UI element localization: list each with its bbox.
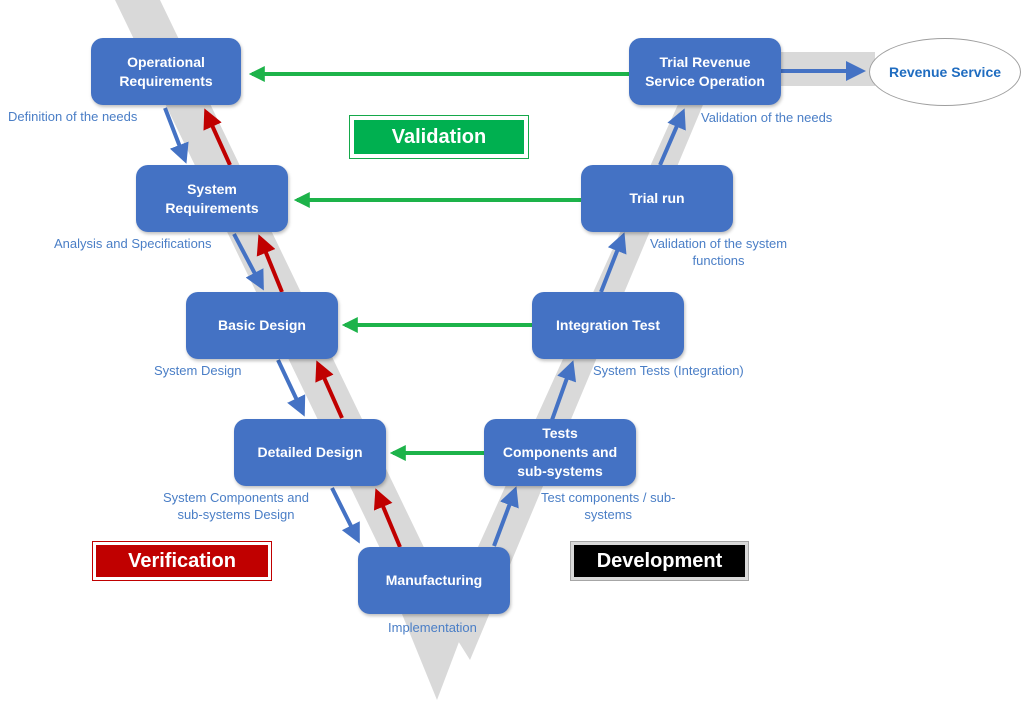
caption-implementation: Implementation [388,620,477,635]
dev-arrow-8 [658,108,686,166]
node-detailed-design: Detailed Design [234,419,386,486]
verification-tag: Verification [92,541,272,581]
caption-definition-of-needs: Definition of the needs [8,109,138,124]
dev-arrow-3 [276,359,306,417]
dev-arrow-1 [163,107,189,164]
validation-tag: Validation [349,115,529,159]
node-trial-run: Trial run [581,165,733,232]
caption-system-tests: System Tests (Integration) [593,363,744,378]
verif-arrow-4 [373,488,402,548]
caption-analysis-specifications: Analysis and Specifications [54,236,212,251]
verif-arrow-1 [203,108,232,166]
dev-arrow-4 [330,487,360,544]
node-basic-design: Basic Design [186,292,338,359]
node-trial-revenue-service: Trial Revenue Service Operation [629,38,781,105]
node-manufacturing: Manufacturing [358,547,510,614]
verif-arrow-2 [256,234,284,293]
node-integration-test: Integration Test [532,292,684,359]
node-system-requirements: System Requirements [136,165,288,232]
dev-arrow-6 [550,360,577,421]
validation-tag-label: Validation [354,120,524,154]
caption-validation-of-functions: Validation of the system functions [650,236,788,268]
dev-arrow-2 [232,233,264,291]
dev-arrow-5 [492,486,519,547]
verif-arrow-3 [315,360,344,419]
node-operational-requirements: Operational Requirements [91,38,241,105]
node-revenue-service: Revenue Service [869,38,1021,106]
development-tag-label: Development [574,545,745,577]
verification-tag-label: Verification [96,545,268,577]
dev-arrow-7 [599,232,627,293]
caption-components-design: System Components and sub-systems Design [163,490,309,522]
development-tag: Development [570,541,749,581]
node-tests-components: Tests Components and sub-systems [484,419,636,486]
caption-validation-of-needs: Validation of the needs [701,110,833,125]
caption-system-design: System Design [154,363,242,378]
caption-test-components: Test components / sub- systems [541,490,676,522]
